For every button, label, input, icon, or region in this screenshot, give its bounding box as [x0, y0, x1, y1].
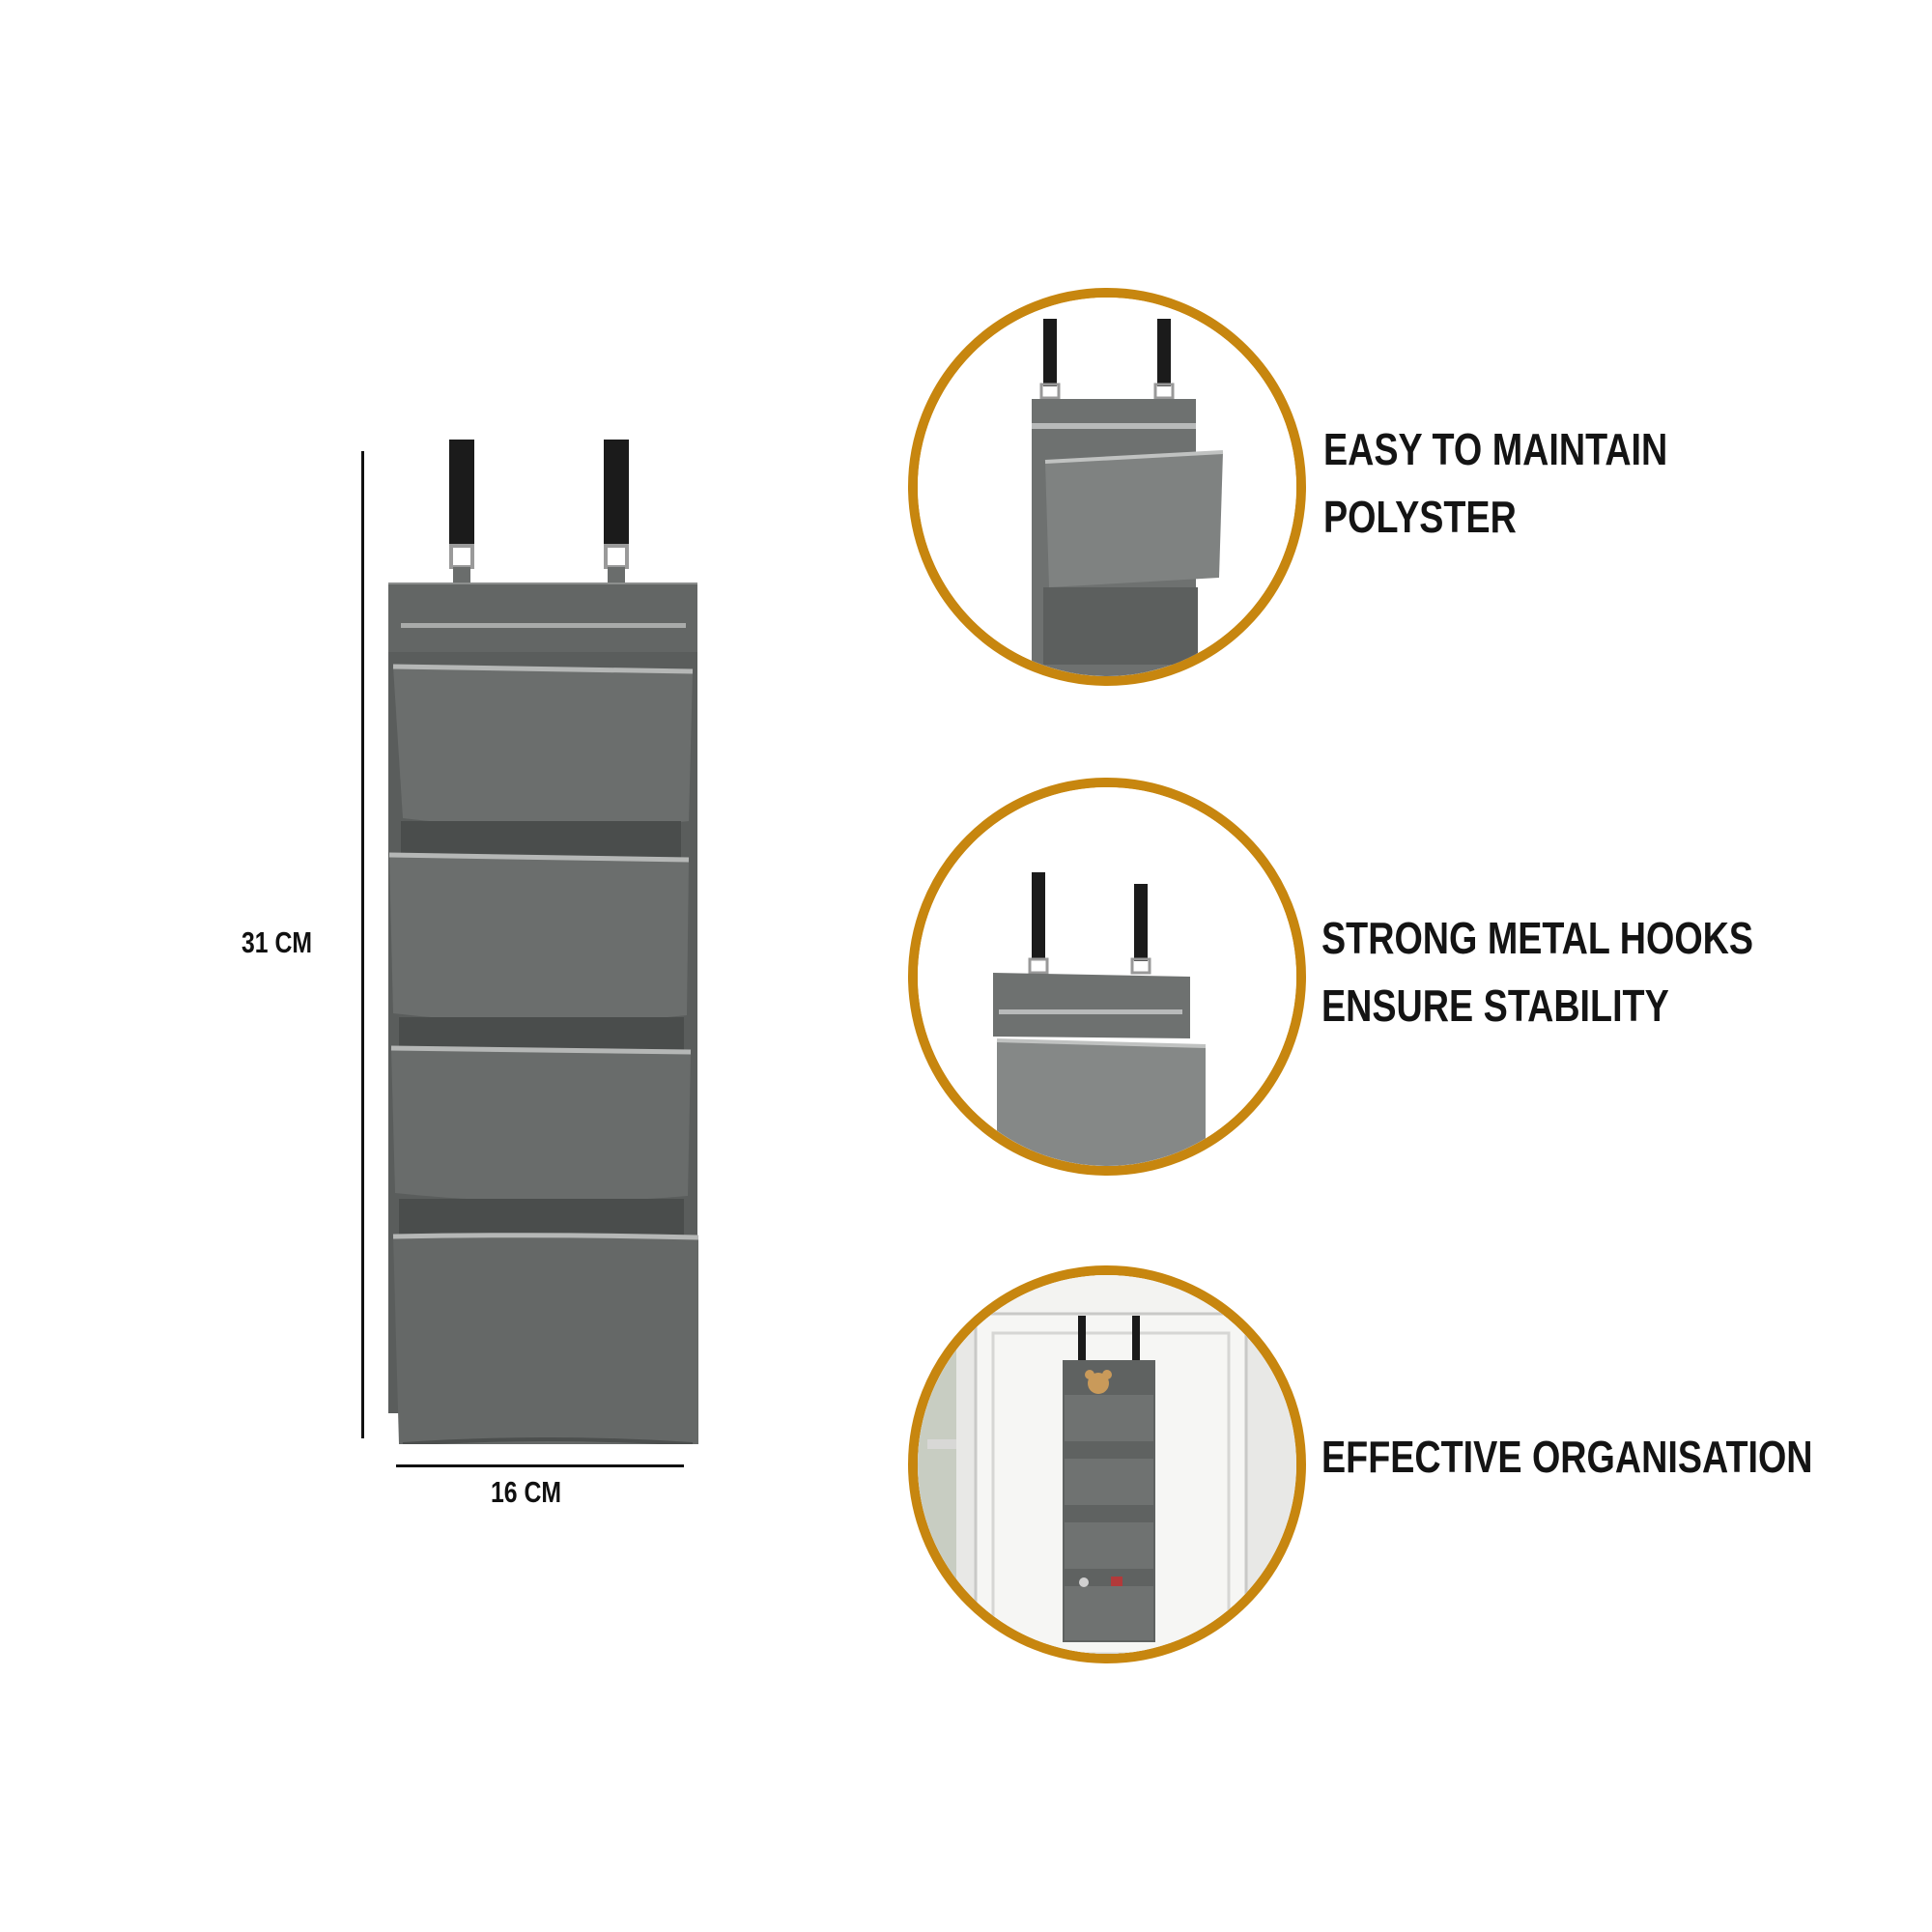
feature-text-polyester: EASY TO MAINTAIN POLYSTER: [1323, 415, 1667, 551]
feature-circle-polyester: [908, 288, 1306, 686]
feature-circle-hooks: [908, 778, 1306, 1176]
feature-line: STRONG METAL HOOKS: [1321, 913, 1754, 963]
organizer-on-door-icon: [918, 1275, 1296, 1654]
organizer-illustration: [388, 440, 699, 1446]
height-dimension-line: [361, 451, 364, 1438]
feature-line: EFFECTIVE ORGANISATION: [1321, 1432, 1813, 1482]
metal-hooks-closeup-icon: [918, 787, 1296, 1166]
feature-circle-organisation: [908, 1265, 1306, 1663]
width-dimension-line: [396, 1464, 684, 1467]
width-dimension-label: 16 CM: [491, 1475, 562, 1509]
hanging-organizer-image: [382, 440, 710, 1446]
feature-text-organisation: EFFECTIVE ORGANISATION: [1321, 1423, 1813, 1491]
organizer-top-closeup-icon: [918, 298, 1296, 676]
feature-line: EASY TO MAINTAIN: [1323, 424, 1668, 474]
height-dimension-label: 31 CM: [242, 925, 313, 959]
feature-line: ENSURE STABILITY: [1321, 980, 1669, 1031]
feature-text-hooks: STRONG METAL HOOKS ENSURE STABILITY: [1321, 904, 1753, 1039]
feature-line: POLYSTER: [1323, 492, 1517, 542]
